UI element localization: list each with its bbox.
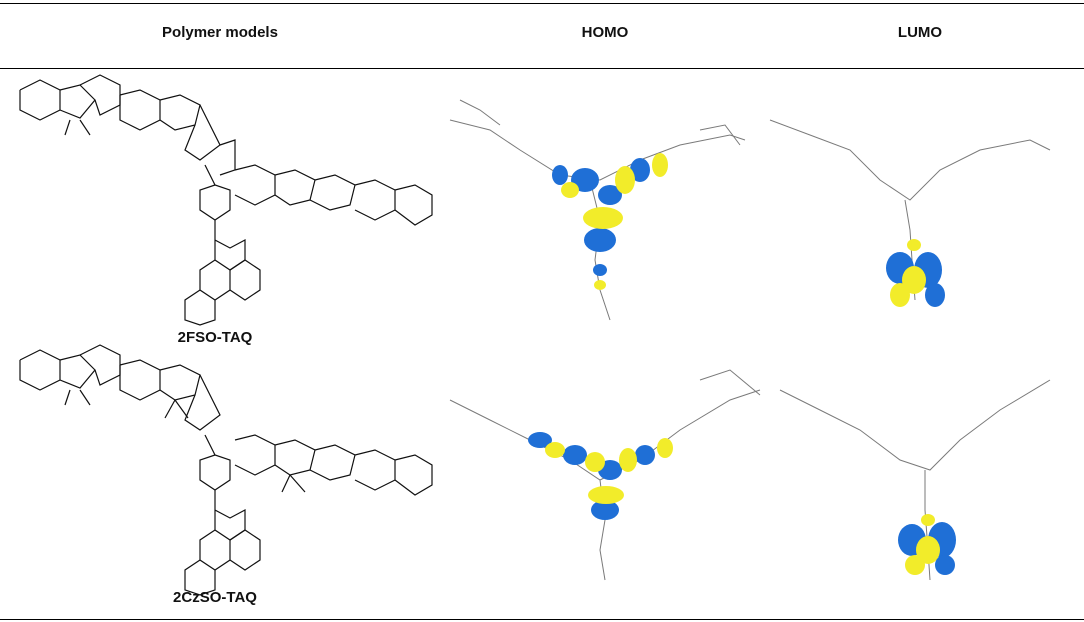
row-label-2czso-taq: 2CzSO-TAQ bbox=[173, 589, 257, 606]
header-homo: HOMO bbox=[581, 24, 629, 41]
homo-orbital-2fso-taq bbox=[449, 99, 746, 321]
row-label-2fso-taq: 2FSO-TAQ bbox=[177, 329, 253, 346]
header-lumo: LUMO bbox=[897, 24, 943, 41]
top-rule bbox=[0, 3, 1084, 5]
structure-2czso-taq bbox=[19, 344, 433, 596]
lumo-orbital-2fso-taq bbox=[769, 119, 1051, 307]
header-polymer-models: Polymer models bbox=[162, 24, 278, 41]
structure-2fso-taq bbox=[19, 74, 433, 326]
header-rule bbox=[0, 68, 1084, 69]
lumo-orbital-2czso-taq bbox=[779, 379, 1051, 581]
bottom-rule bbox=[0, 619, 1084, 621]
homo-orbital-2czso-taq bbox=[449, 369, 761, 581]
